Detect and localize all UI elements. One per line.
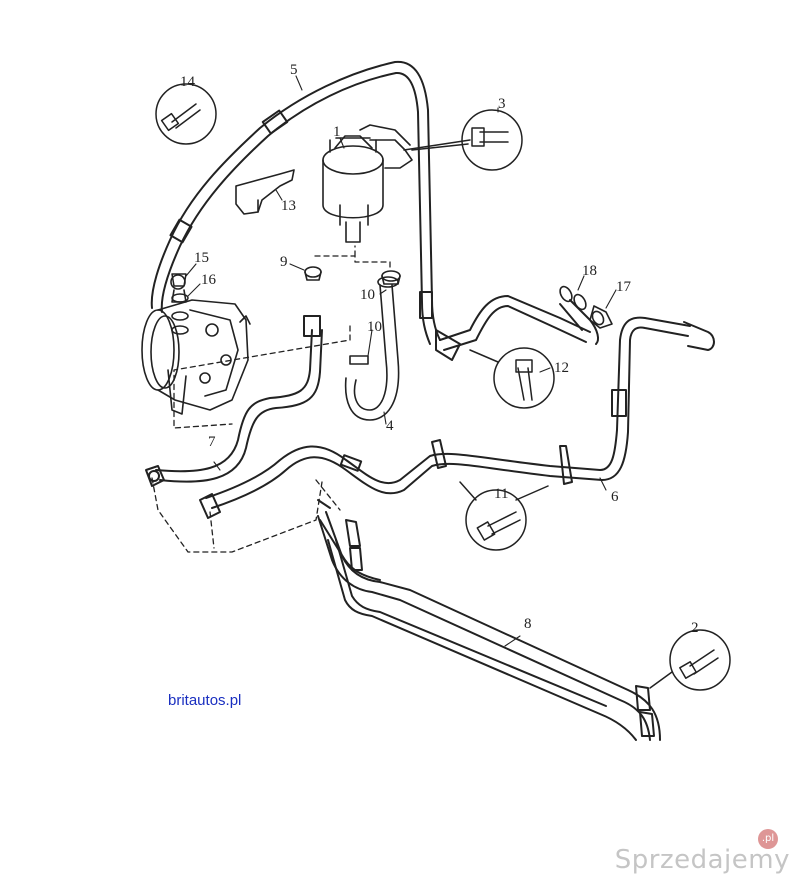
- callout-10b: 10: [367, 319, 382, 335]
- hose-5: [150, 60, 441, 345]
- bolt-callout-11: [459, 481, 549, 551]
- hose-7: [145, 315, 323, 487]
- watermark: Sprzedajemy: [614, 845, 790, 875]
- callout-8: 8: [524, 616, 532, 632]
- callout-5: 5: [290, 62, 298, 78]
- hose-4: [344, 276, 400, 421]
- clamp-9: [304, 266, 322, 281]
- bolt-callout-2: [649, 629, 731, 691]
- callout-6: 6: [611, 489, 619, 505]
- callout-18: 18: [582, 263, 597, 279]
- callout-14: 14: [180, 74, 196, 90]
- callout-10a: 10: [360, 287, 375, 303]
- callout-2: 2: [691, 620, 699, 636]
- callout-12: 12: [554, 360, 569, 376]
- callout-11: 11: [494, 486, 508, 502]
- pump: [141, 274, 251, 415]
- callout-labels: 1 2 3 4 5 6 7 8 9 10 10 11 12 13 14 15 1…: [180, 62, 699, 636]
- bolt-callout-3: [403, 109, 523, 171]
- leader-lines: [185, 75, 617, 647]
- callout-16: 16: [201, 272, 217, 288]
- bolt-15: [171, 273, 187, 287]
- callout-13: 13: [281, 198, 296, 214]
- callout-17: 17: [616, 279, 632, 295]
- callout-7: 7: [208, 434, 216, 450]
- callout-1: 1: [333, 124, 341, 140]
- pipe-6: [199, 316, 715, 519]
- watermark-badge: .pl: [758, 829, 778, 849]
- bolt-callout-14: [155, 83, 217, 145]
- pipe-12-17: [435, 295, 599, 361]
- clamp-10: [381, 270, 401, 285]
- callout-3: 3: [498, 96, 506, 112]
- union-17: [589, 305, 613, 329]
- callout-9: 9: [280, 254, 288, 270]
- bolt-callout-12: [469, 347, 555, 409]
- cooler-pipe-8: [317, 499, 661, 741]
- reservoir-1: [322, 124, 469, 243]
- source-link[interactable]: britautos.pl: [168, 692, 242, 709]
- callout-15: 15: [194, 250, 209, 266]
- dashed-leaders: [151, 245, 391, 553]
- callout-4: 4: [386, 418, 394, 434]
- bracket-13: [235, 169, 295, 215]
- orings-18: [559, 285, 587, 311]
- washer-16: [171, 293, 189, 303]
